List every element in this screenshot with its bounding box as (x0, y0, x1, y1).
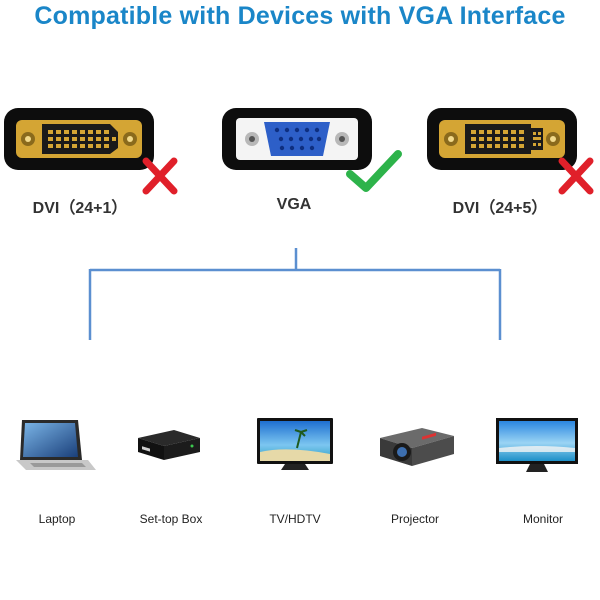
set-top-box-icon (138, 430, 200, 460)
cross-icon (558, 157, 594, 195)
device-label-laptop: Laptop (38, 512, 76, 526)
device-label-monitor: Monitor (522, 512, 563, 526)
vga-port-icon (222, 108, 372, 170)
tv-icon (257, 418, 333, 470)
connector-label-dvi-24-5: DVI（24+5） (452, 200, 548, 217)
monitor-icon (496, 418, 578, 472)
device-label-projector: Projector (390, 512, 440, 526)
connector-label-vga: VGA (276, 196, 312, 213)
page-title: Compatible with Devices with VGA Interfa… (34, 2, 566, 30)
cross-icon (142, 157, 178, 195)
device-label-tv: TV/HDTV (269, 512, 321, 526)
dvi-port-icon (4, 108, 154, 170)
dvi-port-icon (427, 108, 577, 170)
projector-icon (380, 428, 454, 466)
check-icon (346, 150, 402, 192)
connector-label-dvi-24-1: DVI（24+1） (32, 200, 128, 217)
device-label-set-top-box: Set-top Box (139, 512, 203, 526)
laptop-icon (16, 420, 96, 470)
